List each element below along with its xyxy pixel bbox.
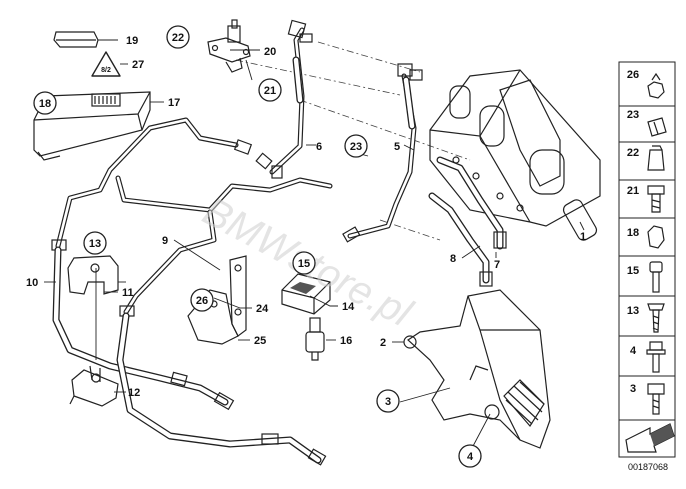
part-16-spacer-bolt bbox=[305, 317, 325, 361]
part-1-hydraulic-unit bbox=[429, 69, 601, 241]
callout-24: 24 bbox=[256, 303, 269, 315]
part-12-bracket bbox=[69, 365, 119, 407]
callout-numbers: 19 27 17 20 6 5 10 9 11 12 24 25 14 16 2… bbox=[26, 35, 586, 399]
callout-27: 27 bbox=[132, 59, 144, 71]
svg-text:4: 4 bbox=[467, 451, 474, 463]
legend-item-21: 21 bbox=[627, 185, 639, 197]
part-24-25-bracket bbox=[187, 255, 247, 345]
flange-bolt-icon: 21 bbox=[627, 185, 665, 213]
warning-label-text: 8/2 bbox=[101, 67, 111, 74]
screw-icon: 13 bbox=[627, 303, 665, 333]
svg-text:21: 21 bbox=[264, 85, 276, 97]
legend-item-26: 26 bbox=[627, 69, 639, 81]
callout-circle-13: 13 bbox=[83, 231, 107, 255]
part-17-control-unit bbox=[33, 91, 151, 161]
callout-circle-21: 21 bbox=[258, 78, 282, 102]
legend-item-22: 22 bbox=[627, 147, 639, 159]
nut-icon: 26 bbox=[627, 69, 665, 99]
fastener-legend: 26 23 22 21 18 15 13 bbox=[618, 61, 676, 458]
part-14-damper bbox=[281, 273, 331, 315]
callout-10: 10 bbox=[26, 277, 38, 289]
brake-pipes bbox=[55, 27, 417, 315]
callout-17: 17 bbox=[168, 97, 180, 109]
part-19-cap bbox=[53, 31, 99, 48]
svg-text:23: 23 bbox=[350, 141, 362, 153]
part-20-pressure-sensor bbox=[207, 19, 251, 73]
legend-item-3: 3 bbox=[630, 383, 636, 395]
part-27-warning-label: 8/2 bbox=[91, 51, 121, 77]
brake-hoses bbox=[52, 56, 416, 466]
legend-item-4: 4 bbox=[630, 345, 637, 357]
part-2-mounting-bracket bbox=[403, 289, 551, 449]
callout-circle-18: 18 bbox=[33, 91, 57, 115]
pipe-fittings bbox=[51, 19, 423, 317]
callout-circle-3: 3 bbox=[376, 389, 400, 413]
callout-19: 19 bbox=[126, 35, 138, 47]
svg-text:13: 13 bbox=[89, 238, 101, 250]
legend-item-15: 15 bbox=[627, 265, 639, 277]
callout-6: 6 bbox=[316, 141, 322, 153]
leader-lines bbox=[44, 39, 585, 449]
legend-item-18: 18 bbox=[627, 227, 639, 239]
callout-8: 8 bbox=[450, 253, 456, 265]
callout-9: 9 bbox=[162, 235, 168, 247]
legend-item-23: 23 bbox=[627, 109, 639, 121]
callout-11: 11 bbox=[122, 287, 134, 299]
svg-text:15: 15 bbox=[298, 258, 310, 270]
callout-7: 7 bbox=[494, 259, 500, 271]
socket-screw-icon: 15 bbox=[627, 261, 663, 293]
callout-25: 25 bbox=[254, 335, 266, 347]
callout-circle-22: 22 bbox=[166, 25, 190, 49]
callout-1: 1 bbox=[580, 231, 586, 243]
legend-item-13: 13 bbox=[627, 305, 639, 317]
callout-2: 2 bbox=[380, 337, 386, 349]
hex-nut-icon: 18 bbox=[627, 225, 665, 249]
collar-screw-icon: 4 bbox=[630, 341, 666, 373]
callout-5: 5 bbox=[394, 141, 400, 153]
callout-circle-26: 26 bbox=[190, 288, 214, 312]
callout-12: 12 bbox=[128, 387, 140, 399]
svg-text:18: 18 bbox=[39, 98, 51, 110]
part-11-holder bbox=[67, 255, 119, 295]
hex-nut-tall-icon: 22 bbox=[627, 145, 665, 171]
circled-callouts: 22 21 18 23 13 26 15 3 bbox=[33, 25, 482, 468]
callout-16: 16 bbox=[340, 335, 352, 347]
callout-14: 14 bbox=[342, 301, 355, 313]
svg-text:26: 26 bbox=[196, 295, 208, 307]
clip-icon: 23 bbox=[627, 109, 667, 137]
direction-arrow-icon bbox=[625, 423, 675, 453]
svg-text:3: 3 bbox=[385, 396, 391, 408]
figure-number: 00187068 bbox=[628, 462, 668, 472]
callout-circle-4: 4 bbox=[458, 444, 482, 468]
parts-7-8-hoses bbox=[428, 156, 507, 287]
callout-circle-15: 15 bbox=[292, 251, 316, 275]
hex-bolt-icon: 3 bbox=[630, 383, 665, 415]
callout-circle-23: 23 bbox=[344, 134, 368, 158]
callout-20: 20 bbox=[264, 46, 276, 58]
svg-text:22: 22 bbox=[172, 32, 184, 44]
